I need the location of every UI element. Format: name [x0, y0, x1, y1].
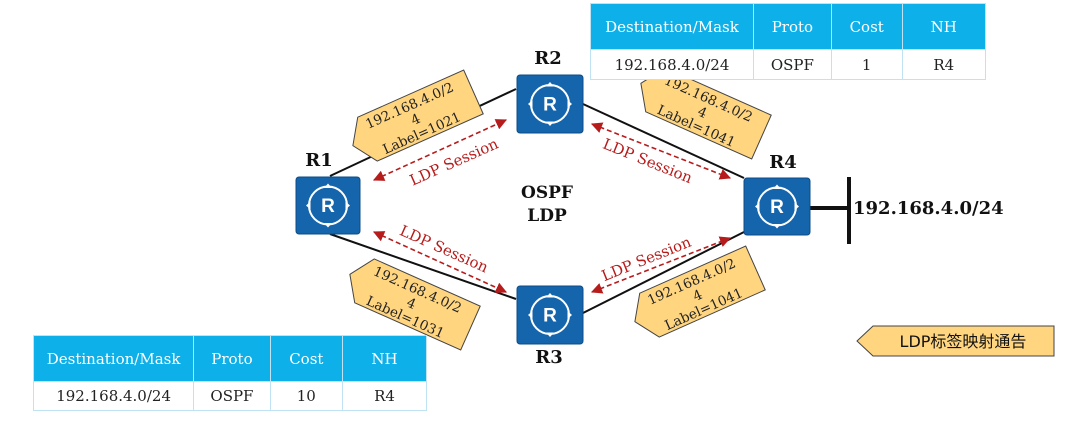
cell-destination: 192.168.4.0/24 — [590, 49, 754, 80]
col-nh: NH — [901, 3, 987, 50]
routing-table-r3: Destination/Mask Proto Cost NH 192.168.4… — [32, 335, 428, 411]
router-r1: R — [295, 176, 361, 235]
session-arrow-r1-r2 — [372, 119, 508, 181]
session-label-r2-r4: LDP Session — [600, 135, 695, 187]
protocol-label-ldp: LDP — [527, 206, 567, 226]
col-proto: Proto — [752, 3, 832, 50]
cell-cost: 1 — [830, 49, 903, 80]
col-cost: Cost — [269, 335, 343, 382]
col-destination-mask: Destination/Mask — [32, 335, 195, 382]
session-arrow-r3-r4 — [590, 236, 732, 294]
legend-label-mapping: LDP标签映射通告 — [856, 325, 1055, 357]
svg-text:R: R — [770, 197, 784, 218]
router-label-r3: R3 — [535, 347, 562, 368]
session-arrow-r1-r3 — [372, 231, 508, 293]
cell-proto: OSPF — [193, 381, 271, 411]
router-icon: R — [755, 184, 799, 229]
router-label-r2: R2 — [534, 48, 561, 69]
table-header-row: Destination/Mask Proto Cost NH — [590, 3, 987, 50]
svg-text:R: R — [543, 306, 557, 327]
router-icon: R — [306, 183, 350, 228]
table-row: 192.168.4.0/24 OSPF 1 R4 — [590, 49, 987, 80]
router-icon: R — [528, 82, 572, 126]
col-cost: Cost — [830, 3, 903, 50]
svg-text:R: R — [543, 95, 557, 116]
cell-nh: R4 — [901, 49, 987, 80]
col-destination-mask: Destination/Mask — [590, 3, 754, 50]
router-label-r4: R4 — [769, 152, 796, 173]
router-r2: R — [516, 74, 584, 134]
cell-proto: OSPF — [752, 49, 832, 80]
legend-text: LDP标签映射通告 — [900, 332, 1027, 351]
protocol-label-ospf: OSPF — [521, 183, 573, 203]
cell-nh: R4 — [341, 381, 428, 411]
svg-text:R: R — [321, 196, 335, 217]
router-label-r1: R1 — [305, 150, 332, 171]
router-r3: R — [516, 285, 584, 345]
routing-table-r2: Destination/Mask Proto Cost NH 192.168.4… — [590, 3, 987, 80]
col-nh: NH — [341, 335, 428, 382]
cell-cost: 10 — [269, 381, 343, 411]
router-icon: R — [528, 293, 572, 337]
col-proto: Proto — [193, 335, 271, 382]
cell-destination: 192.168.4.0/24 — [32, 381, 195, 411]
session-arrow-r2-r4 — [590, 122, 732, 180]
table-header-row: Destination/Mask Proto Cost NH — [32, 335, 428, 382]
router-r4: R — [743, 177, 811, 236]
table-row: 192.168.4.0/24 OSPF 10 R4 — [32, 381, 428, 411]
network-prefix-label: 192.168.4.0/24 — [853, 198, 1004, 219]
